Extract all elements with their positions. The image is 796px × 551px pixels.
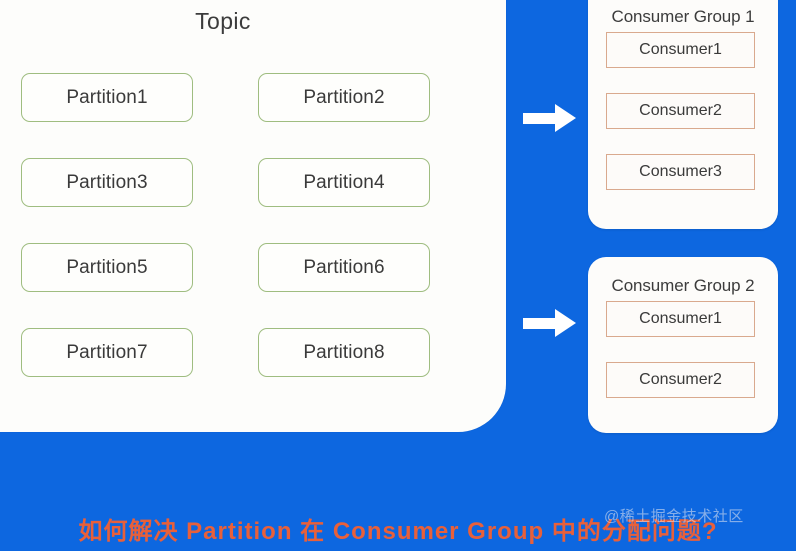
arrow-shaft xyxy=(523,113,557,124)
arrow-head xyxy=(555,309,576,337)
consumer-group-2-list: Consumer1 Consumer2 xyxy=(606,301,755,423)
partition-row: Partition5 Partition6 xyxy=(21,243,471,292)
partition-box-5[interactable]: Partition5 xyxy=(21,243,193,292)
arrow-right-icon xyxy=(523,103,579,133)
partition-box-4[interactable]: Partition4 xyxy=(258,158,430,207)
partition-box-7[interactable]: Partition7 xyxy=(21,328,193,377)
topic-title: Topic xyxy=(195,8,251,34)
consumer-group-1-list: Consumer1 Consumer2 Consumer3 xyxy=(606,32,755,215)
partition-row: Partition7 Partition8 xyxy=(21,328,471,377)
consumer-group-1-title: Consumer Group 1 xyxy=(611,7,755,26)
consumer-box-g1-3[interactable]: Consumer3 xyxy=(606,154,755,190)
partition-row: Partition1 Partition2 xyxy=(21,73,471,122)
consumer-box-g2-1[interactable]: Consumer1 xyxy=(606,301,755,337)
partition-box-2[interactable]: Partition2 xyxy=(258,73,430,122)
arrow-right-icon xyxy=(523,308,579,338)
consumer-box-g1-1[interactable]: Consumer1 xyxy=(606,32,755,68)
consumer-box-g2-2[interactable]: Consumer2 xyxy=(606,362,755,398)
partition-box-1[interactable]: Partition1 xyxy=(21,73,193,122)
topic-panel: Topic Partition1 Partition2 Partition3 P… xyxy=(0,0,506,432)
consumer-group-2-panel: Consumer Group 2 Consumer1 Consumer2 xyxy=(588,257,778,433)
partition-grid: Partition1 Partition2 Partition3 Partiti… xyxy=(21,73,471,413)
arrow-head xyxy=(555,104,576,132)
partition-box-8[interactable]: Partition8 xyxy=(258,328,430,377)
partition-row: Partition3 Partition4 xyxy=(21,158,471,207)
consumer-group-2-title: Consumer Group 2 xyxy=(611,276,755,295)
watermark-text: @稀土掘金技术社区 xyxy=(604,508,744,525)
consumer-box-g1-2[interactable]: Consumer2 xyxy=(606,93,755,129)
arrow-shaft xyxy=(523,318,557,329)
partition-box-6[interactable]: Partition6 xyxy=(258,243,430,292)
caption-text: 如何解决 Partition 在 Consumer Group 中的分配问题? xyxy=(78,518,718,545)
partition-box-3[interactable]: Partition3 xyxy=(21,158,193,207)
consumer-group-1-panel: Consumer Group 1 Consumer1 Consumer2 Con… xyxy=(588,0,778,229)
